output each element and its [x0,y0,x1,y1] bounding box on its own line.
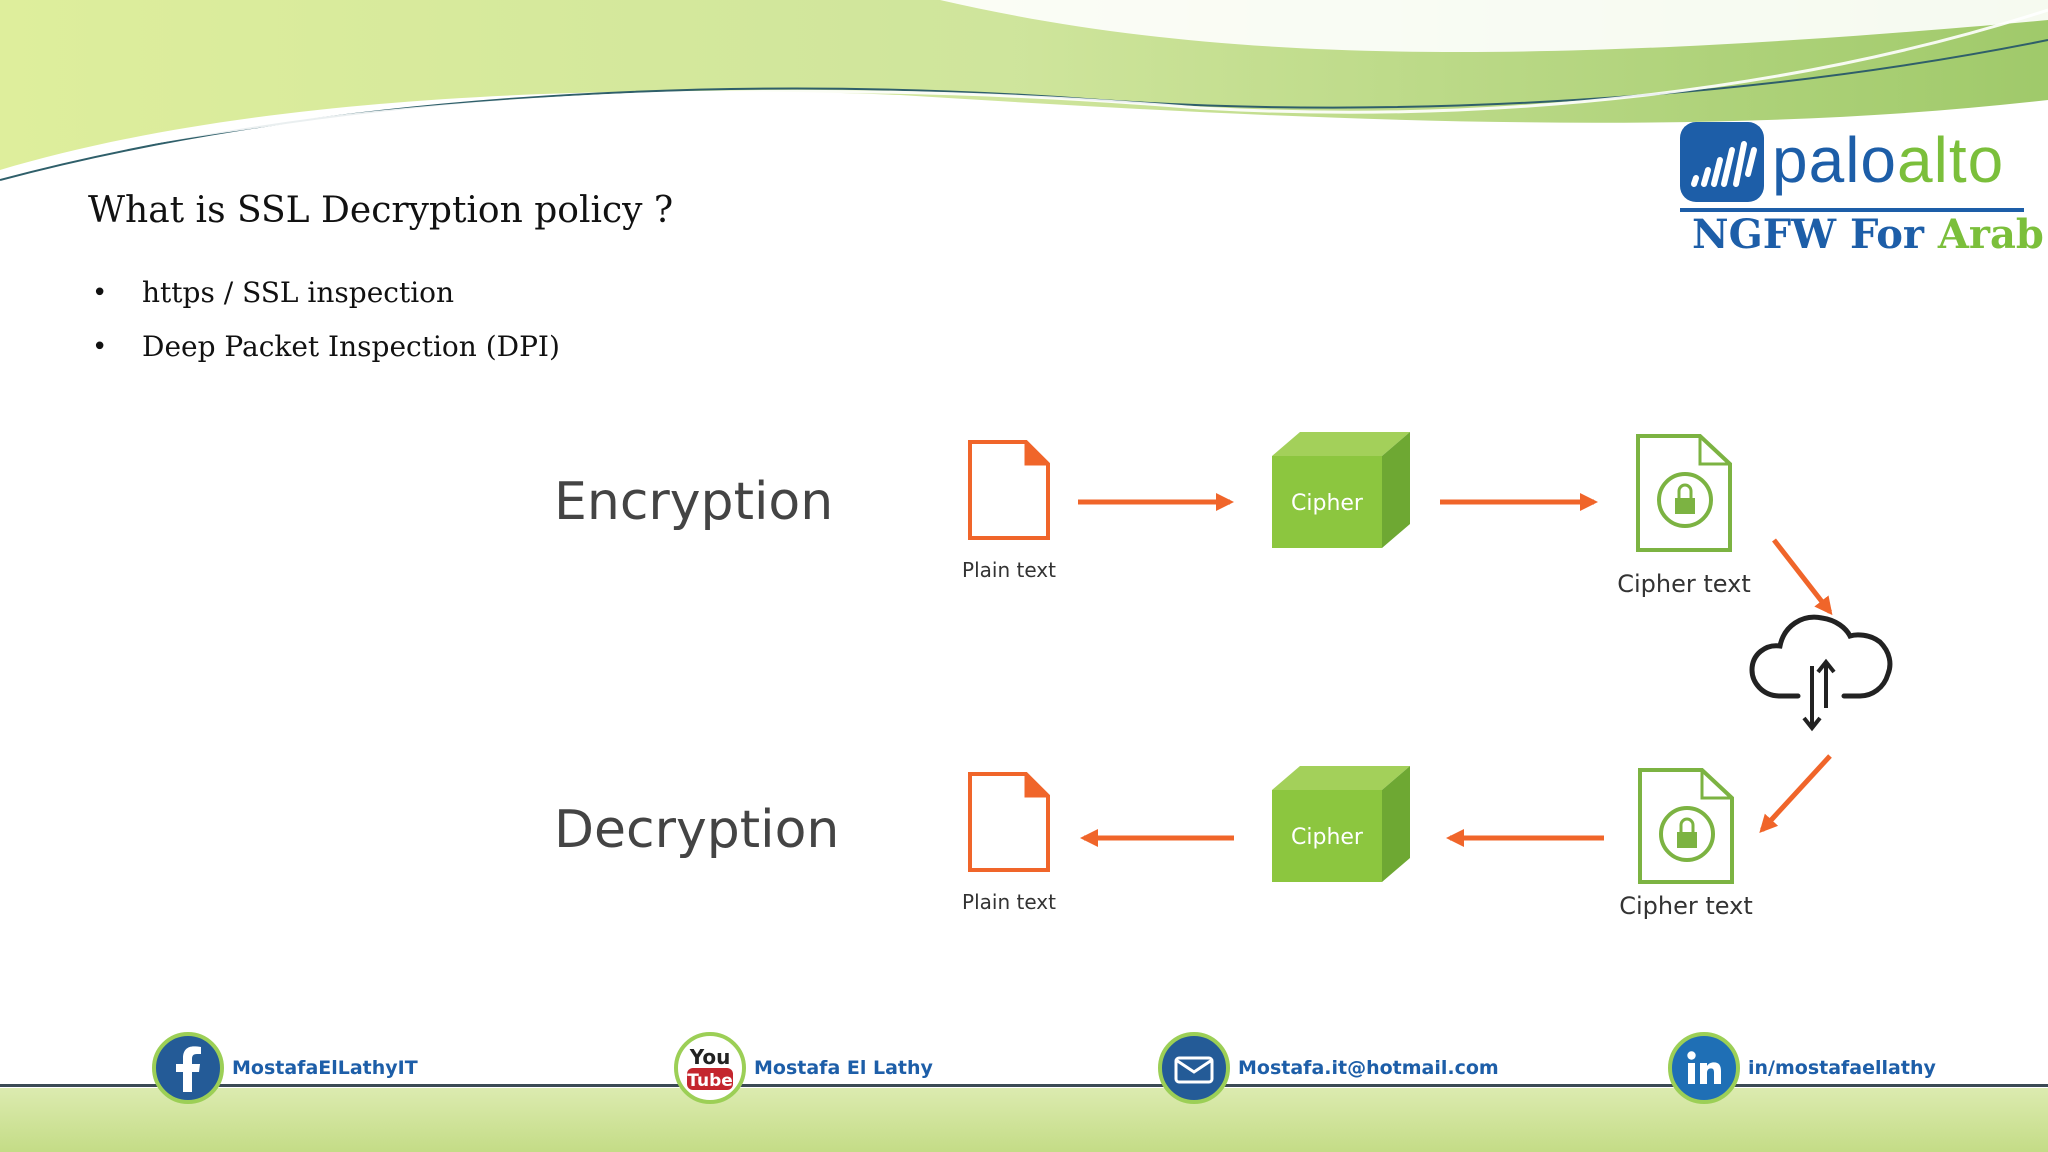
cipher-text-doc-icon-top [1636,434,1732,552]
cipher-text-caption-top: Cipher text [1617,570,1751,598]
paloalto-mark-icon [1680,122,1764,202]
youtube-icon-tube: Tube [687,1071,733,1091]
plain-text-caption-top: Plain text [962,558,1056,582]
ssl-diagram: Cipher Cipher [540,420,1920,940]
youtube-icon-you: You [689,1045,731,1069]
plain-text-caption-bottom: Plain text [962,890,1056,914]
cipher-text-doc-icon-bottom [1638,768,1734,884]
plain-text-doc-icon-top [968,440,1050,540]
footer-divider [0,1084,2048,1087]
encryption-label: Encryption [554,472,834,532]
logo-divider [1680,208,2024,212]
logo-sub-for: For [1849,211,1924,258]
plain-text-doc-icon-bottom [968,772,1050,872]
logo-subtitle: NGFW For Arab [1692,210,2044,260]
email-link[interactable]: Mostafa.it@hotmail.com [1158,1030,1499,1106]
bullet-item: Deep Packet Inspection (DPI) [88,326,560,380]
cipher-text-caption-bottom: Cipher text [1619,892,1753,920]
bullet-list: https / SSL inspection Deep Packet Inspe… [88,272,560,380]
logo-sub-ngfw: NGFW [1692,211,1837,258]
cipher-label-top: Cipher [1291,491,1364,516]
facebook-link[interactable]: MostafaElLathyIT [152,1030,418,1106]
decryption-label: Decryption [554,800,840,860]
slide-title: What is SSL Decryption policy ? [88,190,674,231]
facebook-icon [152,1032,224,1104]
email-icon [1158,1032,1230,1104]
facebook-handle: MostafaElLathyIT [232,1057,418,1079]
linkedin-icon [1668,1032,1740,1104]
youtube-handle: Mostafa El Lathy [754,1057,933,1079]
arrow-down-from-cloud [1759,754,1832,833]
youtube-icon: You Tube [674,1032,746,1104]
linkedin-handle: in/mostafaellathy [1748,1057,1936,1079]
paloalto-logo: paloalto NGFW For Arab [1680,120,2044,260]
header-swoosh-decoration [0,0,2048,181]
logo-word-alto: alto [1897,124,2005,196]
bullet-item: https / SSL inspection [88,272,560,326]
cloud-sync-icon [1749,614,1893,732]
logo-wordmark: paloalto [1772,120,2004,200]
youtube-link[interactable]: You Tube Mostafa El Lathy [674,1030,933,1106]
linkedin-link[interactable]: in/mostafaellathy [1668,1030,1936,1106]
cipher-cube-icon-top: Cipher [1272,432,1410,548]
logo-word-palo: palo [1772,124,1897,196]
cipher-cube-icon-bottom: Cipher [1272,766,1410,882]
arrow-down-to-cloud [1772,538,1833,616]
email-address: Mostafa.it@hotmail.com [1238,1057,1499,1079]
cipher-label-bottom: Cipher [1291,825,1364,850]
logo-sub-arab: Arab [1937,211,2044,258]
